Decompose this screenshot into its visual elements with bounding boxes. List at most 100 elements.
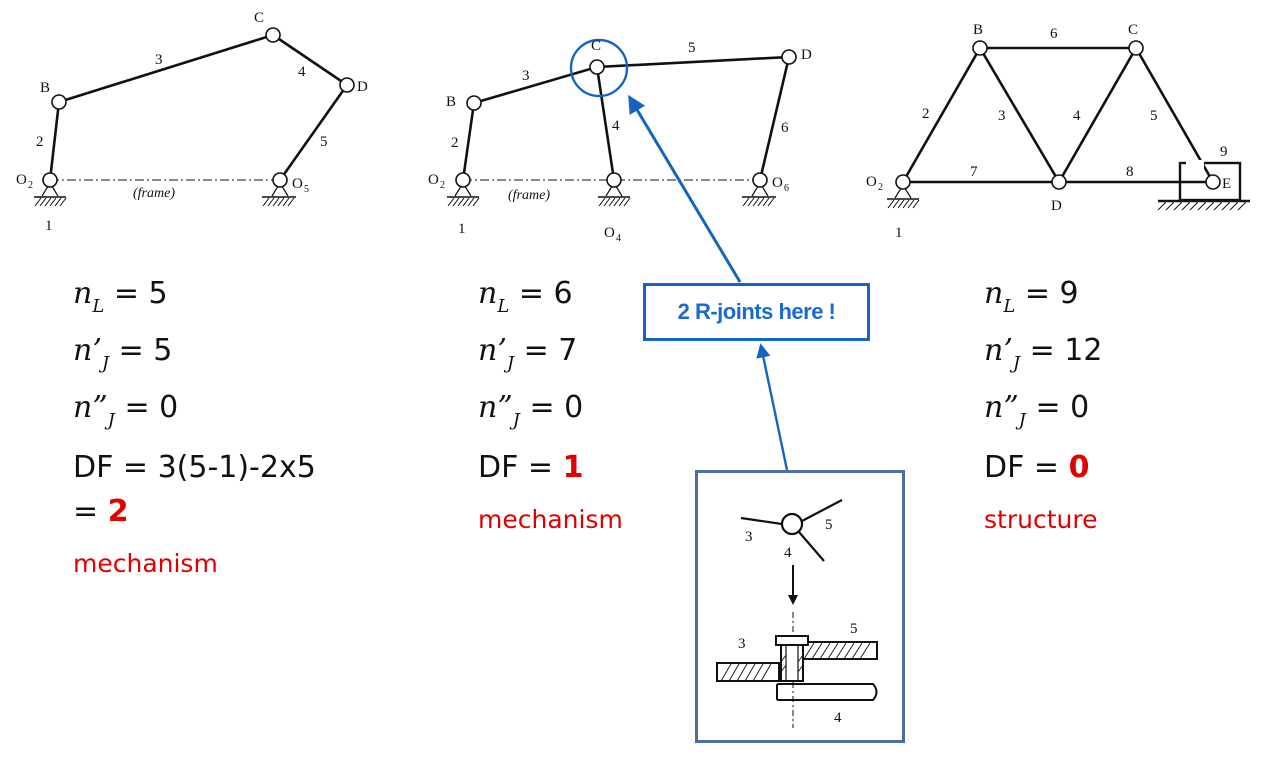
equation-panel-3: nL = 9 n’J = 12 n”J = 0 xyxy=(984,272,1102,443)
nj2-symbol: n” xyxy=(478,390,513,425)
label-e: E xyxy=(1222,176,1231,192)
link-4-stub xyxy=(798,531,825,562)
link-count-line: nL = 6 xyxy=(478,272,583,329)
link-label-3: 3 xyxy=(155,52,163,68)
nl-symbol: n xyxy=(73,276,93,311)
nj1-symbol: n’ xyxy=(478,333,507,368)
df-equals: = xyxy=(73,494,99,529)
link-2 xyxy=(48,100,61,182)
nj2-symbol: n” xyxy=(984,390,1019,425)
nj1-symbol: n’ xyxy=(73,333,102,368)
joint-c xyxy=(265,27,281,43)
equation-panel-2: nL = 6 n’J = 7 n”J = 0 xyxy=(478,272,583,443)
nj2-value: = 0 xyxy=(1035,390,1090,425)
link-label-1: 1 xyxy=(458,221,466,237)
link-label-1: 1 xyxy=(45,218,53,234)
inset-label-5: 5 xyxy=(825,517,833,533)
nl-subscript: L xyxy=(92,296,105,317)
link-5 xyxy=(595,55,791,69)
label-o-sub: 5 xyxy=(304,184,309,195)
frame-label: (frame) xyxy=(133,186,175,201)
link-label-6: 6 xyxy=(1050,26,1058,42)
link-label-2: 2 xyxy=(922,106,930,122)
link-label-5: 5 xyxy=(320,134,328,150)
joint-c xyxy=(1128,40,1144,56)
link-3 xyxy=(472,65,599,105)
link-5-stub xyxy=(801,499,843,522)
df-line: DF = 0 xyxy=(984,446,1089,490)
link-label-4: 4 xyxy=(298,64,306,80)
lower-pair-count-line: n’J = 12 xyxy=(984,329,1102,386)
higher-pair-count-line: n”J = 0 xyxy=(984,386,1102,443)
label-c: C xyxy=(1128,22,1138,38)
link-label-6: 6 xyxy=(781,120,789,136)
label-o-sub: 6 xyxy=(784,183,789,194)
joint-e xyxy=(1205,174,1221,190)
joint-o2 xyxy=(42,172,58,188)
df-prefix: DF = xyxy=(478,450,554,485)
link-label-4: 4 xyxy=(1073,108,1081,124)
label-o: O xyxy=(604,225,615,241)
link-4 xyxy=(271,33,349,87)
nl-value: = 9 xyxy=(1024,276,1079,311)
joint-b xyxy=(972,40,988,56)
joint-o6 xyxy=(752,172,768,188)
df-result-value: 0 xyxy=(1068,450,1090,485)
df-formula-3: DF = 0 xyxy=(984,446,1089,490)
inset-section-label-5: 5 xyxy=(850,621,858,637)
link-label-2: 2 xyxy=(451,135,459,151)
df-result-value: 2 xyxy=(107,494,129,529)
nl-value: = 5 xyxy=(113,276,168,311)
joint-o4 xyxy=(606,172,622,188)
label-o-sub: 2 xyxy=(28,180,33,191)
df-prefix: DF = xyxy=(984,450,1060,485)
nj1-symbol: n’ xyxy=(984,333,1013,368)
inset-label-3: 3 xyxy=(745,529,753,545)
equation-panel-1: nL = 5 n’J = 5 n”J = 0 xyxy=(73,272,178,443)
label-o-sub: 4 xyxy=(616,233,621,244)
inset-joint xyxy=(780,512,804,536)
higher-pair-count-line: n”J = 0 xyxy=(73,386,178,443)
higher-pair-count-line: n”J = 0 xyxy=(478,386,583,443)
link-label-4: 4 xyxy=(612,118,620,134)
nj2-subscript: J xyxy=(1018,410,1026,431)
verdict-label-3: structure xyxy=(984,505,1098,534)
label-o: O xyxy=(866,174,877,190)
link-label-3: 3 xyxy=(998,108,1006,124)
link-count-line: nL = 5 xyxy=(73,272,178,329)
label-d: D xyxy=(357,79,368,95)
nl-subscript: L xyxy=(497,296,510,317)
label-c: C xyxy=(254,10,264,26)
lower-pair-count-line: n’J = 7 xyxy=(478,329,583,386)
callout-arrow-to-joint xyxy=(628,94,742,283)
df-line: DF = 3(5-1)-2x5 xyxy=(73,450,316,485)
nj1-value: = 5 xyxy=(118,333,173,368)
link-5 xyxy=(1134,46,1215,184)
link-label-8: 8 xyxy=(1126,164,1134,180)
label-o: O xyxy=(292,176,303,192)
joint-d xyxy=(339,77,355,93)
label-o: O xyxy=(16,172,27,188)
link-label-2: 2 xyxy=(36,134,44,150)
joint-o2 xyxy=(455,172,471,188)
label-o-sub: 2 xyxy=(440,180,445,191)
joint-b xyxy=(51,94,67,110)
link-label-5: 5 xyxy=(688,40,696,56)
df-result-value: 1 xyxy=(562,450,584,485)
df-formula-1: DF = 3(5-1)-2x5 = 2 xyxy=(73,446,316,534)
nj1-value: = 12 xyxy=(1029,333,1103,368)
nj2-value: = 0 xyxy=(529,390,584,425)
link-3 xyxy=(978,46,1061,184)
df-line: DF = 1 xyxy=(478,446,583,490)
link-label-5: 5 xyxy=(1150,108,1158,124)
lower-pair-count-line: n’J = 5 xyxy=(73,329,178,386)
link-4 xyxy=(1057,46,1138,184)
nl-value: = 6 xyxy=(518,276,573,311)
inset-section-label-4: 4 xyxy=(834,710,842,726)
inset-section-label-3: 3 xyxy=(738,636,746,652)
nj1-value: = 7 xyxy=(523,333,578,368)
label-b: B xyxy=(446,94,456,110)
link-2 xyxy=(461,101,476,182)
frame-label: (frame) xyxy=(508,188,550,203)
